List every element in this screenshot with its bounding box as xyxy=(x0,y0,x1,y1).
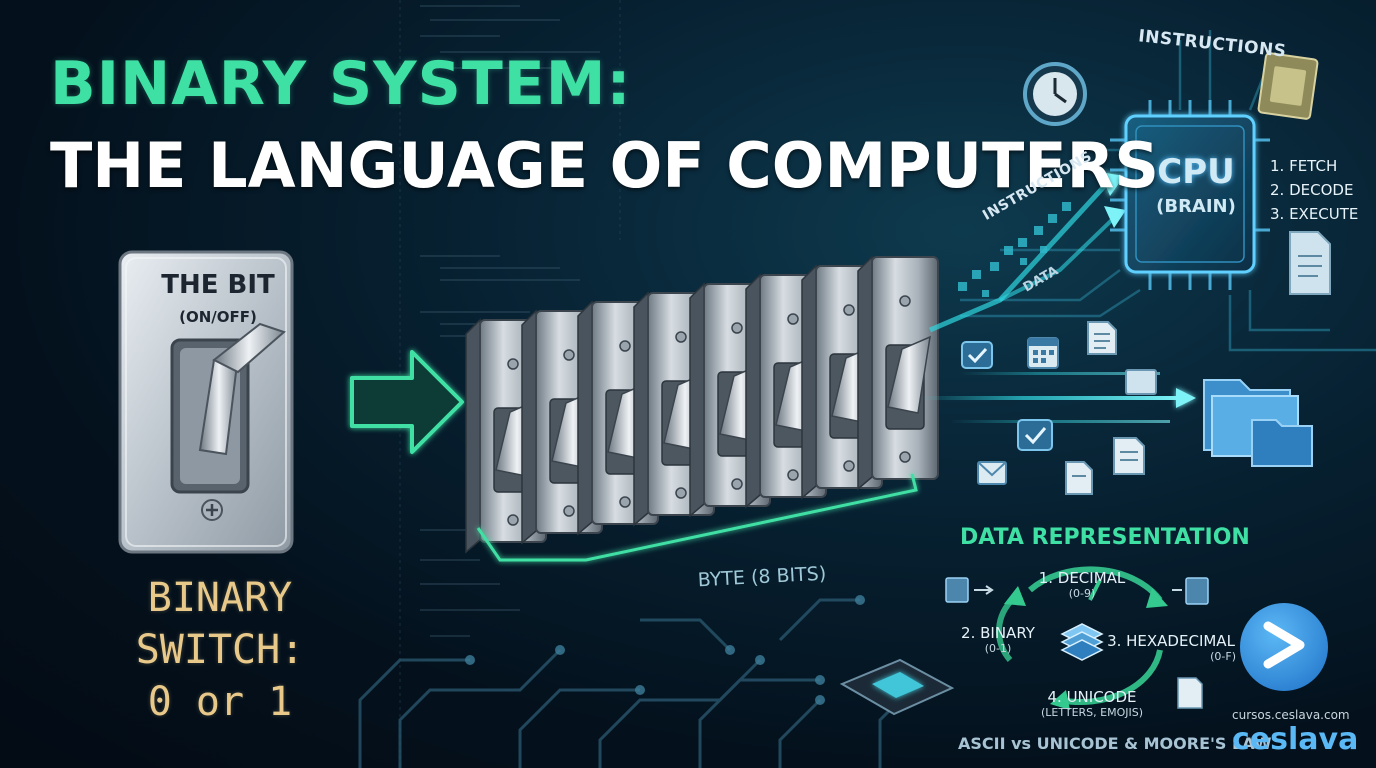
cpu-chip-illustration xyxy=(1110,100,1270,290)
document-icon xyxy=(1087,321,1117,355)
data-representation-title: DATA REPRESENTATION xyxy=(960,525,1250,550)
dr-item-label: 3. HEXADECIMAL xyxy=(1107,632,1235,650)
bit-sublabel: (ON/OFF) xyxy=(179,308,257,326)
microchip-icon xyxy=(1257,52,1319,120)
circuit-traces xyxy=(358,598,922,768)
caption-line-1: BINARY xyxy=(147,575,293,621)
data-flow-arrows xyxy=(920,172,1196,423)
caption-line-2: SWITCH: xyxy=(135,627,305,673)
byte-switch-bank xyxy=(465,255,939,554)
dr-item-decimal: 1. DECIMAL (0-9) xyxy=(1012,569,1152,600)
dr-item-range: (0-1) xyxy=(984,642,1012,655)
dr-item-label: 2. BINARY xyxy=(961,624,1035,642)
dr-item-hexadecimal: 3. HEXADECIMAL (0-F) xyxy=(1106,632,1236,663)
microchip-icon xyxy=(839,658,955,716)
byte-bracket xyxy=(476,473,918,562)
dr-item-label: 4. UNICODE xyxy=(1047,688,1137,706)
cpu-step: 2. DECODE xyxy=(1270,181,1354,199)
dr-item-label: 1. DECIMAL xyxy=(1038,569,1126,587)
title-line-1: BINARY SYSTEM: xyxy=(50,49,632,119)
cpu-step: 3. EXECUTE xyxy=(1270,205,1359,223)
binary-switch-caption: BINARY SWITCH: 0 or 1 xyxy=(100,572,340,728)
cpu-label: CPU xyxy=(1157,152,1235,192)
cpu-step: 1. FETCH xyxy=(1270,157,1338,175)
play-chevron-icon xyxy=(1263,621,1305,669)
cpu-sublabel: (BRAIN) xyxy=(1156,196,1236,217)
dr-item-unicode: 4. UNICODE (LETTERS, EMOJIS) xyxy=(1022,688,1162,719)
mail-icon xyxy=(977,461,1007,485)
brand-url: cursos.ceslava.com xyxy=(1232,708,1350,722)
dr-item-binary: 2. BINARY (0-1) xyxy=(956,624,1040,655)
byte-switch xyxy=(857,255,939,491)
bit-switch-illustration xyxy=(118,250,294,554)
dr-item-range: (LETTERS, EMOJIS) xyxy=(1040,706,1144,719)
checkbox-icon xyxy=(1017,419,1053,451)
document-icon xyxy=(945,577,1209,709)
brand-logo xyxy=(1240,603,1328,691)
folder-icon xyxy=(1203,379,1313,467)
dr-item-range: (0-9) xyxy=(1068,587,1096,600)
document-icon xyxy=(1125,369,1157,395)
brand-name: ceslava xyxy=(1232,722,1359,757)
bit-label: THE BIT xyxy=(161,270,275,300)
caption-line-3: 0 or 1 xyxy=(147,679,293,725)
title-line-2: THE LANGUAGE OF COMPUTERS xyxy=(50,129,1160,202)
background-code-lines xyxy=(420,5,600,637)
document-icon xyxy=(1289,231,1331,295)
bit-to-byte-arrow xyxy=(350,350,464,454)
ascii-unicode-footer: ASCII vs UNICODE & MOORE'S LAW xyxy=(958,734,1272,753)
clock-icon xyxy=(1023,62,1087,126)
stack-icon xyxy=(1060,623,1104,661)
calendar-icon xyxy=(1027,337,1059,369)
checkbox-icon xyxy=(961,341,993,369)
cpu-steps: 1. FETCH 2. DECODE 3. EXECUTE xyxy=(1270,154,1358,226)
document-icon xyxy=(1065,437,1145,495)
data-representation-cycle xyxy=(995,566,1168,710)
dr-item-range: (0-F) xyxy=(1210,650,1236,663)
